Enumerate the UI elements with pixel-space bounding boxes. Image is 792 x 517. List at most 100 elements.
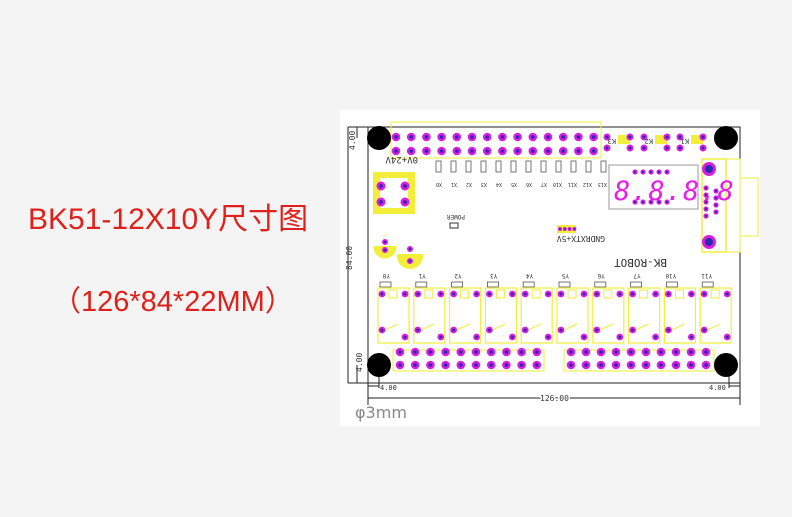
- relay-coil: [460, 289, 470, 299]
- output-led: [415, 281, 428, 288]
- drill: [628, 135, 632, 139]
- input-led: [465, 160, 472, 173]
- drill: [725, 292, 729, 296]
- relay: [592, 287, 625, 344]
- drill: [649, 200, 653, 204]
- drill: [530, 149, 535, 153]
- drill: [649, 170, 653, 174]
- output-led: [558, 281, 571, 288]
- drill: [403, 184, 407, 188]
- drill: [644, 350, 648, 354]
- drill: [642, 135, 646, 139]
- drill: [403, 200, 407, 204]
- output-label: Y7: [633, 272, 641, 279]
- drill: [474, 350, 478, 354]
- output-label: Y3: [490, 272, 498, 279]
- drill: [628, 146, 632, 150]
- relay-coil: [603, 289, 613, 299]
- drill: [595, 292, 599, 296]
- output-label: Y4: [526, 272, 534, 279]
- input-label: X13: [598, 181, 607, 187]
- drill: [403, 292, 407, 296]
- input-led: [585, 160, 592, 173]
- relay: [556, 287, 589, 344]
- seven-segment-display: [608, 164, 699, 210]
- drill: [704, 214, 708, 218]
- drill: [380, 292, 384, 296]
- drill: [416, 292, 420, 296]
- drill: [380, 328, 384, 332]
- relay-switch: [527, 323, 542, 331]
- relay-switch: [563, 323, 578, 331]
- input-led: [435, 160, 442, 173]
- input-led: [450, 160, 457, 173]
- drill: [582, 335, 586, 339]
- drill: [403, 335, 407, 339]
- drill: [485, 135, 490, 139]
- relay: [627, 287, 661, 344]
- relay-coil: [674, 289, 684, 299]
- drill: [689, 350, 693, 354]
- dim-offset-top: 4.00: [348, 131, 357, 150]
- drill: [659, 350, 663, 354]
- drill: [569, 363, 573, 367]
- dim-height: 84.00: [345, 246, 354, 270]
- output-label: Y10: [665, 272, 676, 279]
- drill: [641, 200, 645, 204]
- drill: [701, 146, 705, 150]
- drill: [394, 149, 398, 153]
- drill: [454, 135, 459, 139]
- drill: [413, 363, 418, 367]
- top-header-outline: [390, 121, 602, 159]
- input-label: X6: [526, 181, 532, 187]
- drill: [500, 149, 505, 153]
- relay-switch: [492, 323, 506, 331]
- drill: [454, 149, 459, 153]
- relay-switch: [384, 323, 399, 331]
- drill: [605, 135, 609, 139]
- drill: [665, 146, 669, 150]
- drill: [573, 228, 576, 230]
- output-led: [666, 281, 678, 288]
- mounting-hole: [367, 353, 391, 377]
- drill: [523, 328, 527, 332]
- drill: [725, 335, 729, 339]
- input-led: [525, 160, 532, 173]
- output-label: Y5: [561, 272, 569, 279]
- drill: [534, 363, 539, 367]
- drill: [714, 203, 718, 207]
- input-label: X5: [511, 181, 517, 187]
- drill: [631, 292, 635, 296]
- relay-coil: [639, 289, 649, 299]
- input-label: X12: [583, 181, 592, 187]
- drill: [439, 335, 443, 339]
- drill: [568, 228, 571, 230]
- drill: [689, 292, 693, 296]
- relay-switch: [635, 323, 649, 331]
- drill: [702, 292, 706, 296]
- relay-coil: [531, 289, 541, 299]
- product-title: BK51-12X10Y尺寸图: [28, 203, 309, 236]
- drill: [439, 292, 443, 296]
- drill: [394, 135, 398, 139]
- drill: [561, 135, 566, 139]
- drill: [474, 363, 478, 367]
- drill: [475, 335, 479, 339]
- pcb-svg: 4.00 84.00 4.00 4.00 4.00 126.00 φ3mm 0V…: [345, 121, 759, 422]
- drill: [470, 149, 474, 153]
- drill: [689, 335, 693, 339]
- drill: [714, 189, 718, 193]
- pcb-dimension-drawing: 4.00 84.00 4.00 4.00 4.00 126.00 φ3mm 0V…: [340, 110, 760, 426]
- relay: [699, 287, 732, 344]
- drill: [714, 210, 718, 214]
- drill: [582, 292, 586, 296]
- output-label: Y11: [701, 272, 712, 279]
- output-label: Y0: [382, 272, 390, 279]
- output-led: [379, 281, 392, 288]
- drill: [504, 363, 509, 367]
- relay-coil: [710, 289, 720, 299]
- drill: [563, 228, 566, 230]
- drill: [654, 335, 658, 339]
- drill: [485, 149, 490, 153]
- hole-diameter: φ3mm: [355, 403, 407, 422]
